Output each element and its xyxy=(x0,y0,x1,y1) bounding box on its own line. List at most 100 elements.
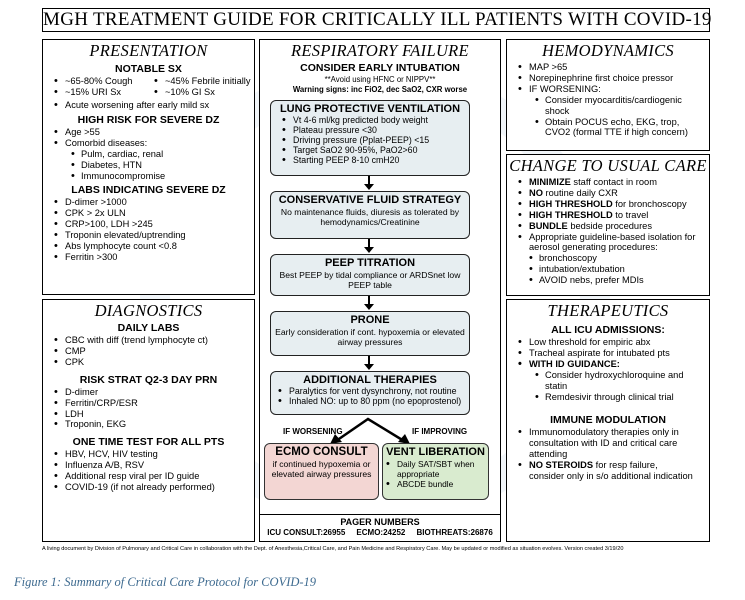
presentation-panel: PRESENTATION NOTABLE SX ~65-80% Cough~15… xyxy=(42,39,255,295)
item-text: for resp failure, consider only in s/o a… xyxy=(529,460,693,482)
item-emphasis: MINIMIZE xyxy=(529,177,571,187)
list-item: WITH ID GUIDANCE: xyxy=(518,359,709,370)
list-item: bronchoscopy xyxy=(529,253,709,264)
item-text: routine daily CXR xyxy=(542,187,618,198)
additional-therapies-title: ADDITIONAL THERAPIES xyxy=(303,374,437,386)
vent-liberation-box: VENT LIBERATION Daily SAT/SBT when appro… xyxy=(382,443,489,500)
down-arrow-icon xyxy=(364,304,374,310)
peep-titration-title: PEEP TITRATION xyxy=(324,257,416,269)
list-item: LDH xyxy=(54,409,254,420)
diagnostics-panel: DIAGNOSTICS DAILY LABS CBC with diff (tr… xyxy=(42,299,255,542)
list-item: Troponin elevated/uptrending xyxy=(54,230,254,241)
list-item: MAP >65 xyxy=(518,62,709,73)
list-item: Obtain POCUS echo, EKG, trop, CVO2 (form… xyxy=(535,117,695,139)
branch-arrows-icon xyxy=(330,417,410,444)
list-item: Diabetes, HTN xyxy=(71,160,254,171)
high-risk-title: HIGH RISK FOR SEVERE DZ xyxy=(77,113,220,126)
vent-liberation-title: VENT LIBERATION xyxy=(386,446,485,458)
list-item: MINIMIZE staff contact in room xyxy=(518,177,709,188)
item-emphasis: NO xyxy=(529,187,543,198)
list-item: CPK xyxy=(54,357,254,368)
list-item: ~15% URI Sx xyxy=(54,87,132,98)
list-item: Acute worsening after early mild sx xyxy=(54,100,254,111)
peep-titration-text: Best PEEP by tidal compliance or ARDSnet… xyxy=(279,270,461,290)
daily-labs-title: DAILY LABS xyxy=(117,322,180,334)
avoid-note: **Avoid using HFNC or NIPPV** xyxy=(324,75,436,84)
additional-therapies-step: ADDITIONAL THERAPIES Paralytics for vent… xyxy=(270,371,470,415)
list-item: Paralytics for vent dysynchrony, not rou… xyxy=(278,386,469,397)
pager-title: PAGER NUMBERS xyxy=(340,517,420,527)
list-item: NO STEROIDS for resp failure, consider o… xyxy=(518,460,694,482)
item-emphasis: HIGH THRESHOLD xyxy=(529,198,613,209)
list-item: Target SaO2 90-95%, PaO2>60 xyxy=(282,145,469,156)
list-item: Starting PEEP 8-10 cmH20 xyxy=(282,155,469,166)
item-text: bedside procedures xyxy=(567,220,652,231)
ecmo-consult-text: if continued hypoxemia or elevated airwa… xyxy=(271,459,372,479)
presentation-header: PRESENTATION xyxy=(89,41,208,60)
list-item: intubation/extubation xyxy=(529,264,709,275)
notable-sx-grid: ~65-80% Cough~15% URI Sx ~45% Febrile in… xyxy=(43,76,254,100)
list-item: Immunocompromise xyxy=(71,171,254,182)
list-item: Appropriate guideline-based isolation fo… xyxy=(518,231,701,254)
list-item: Immunomodulatory therapies only in consu… xyxy=(518,427,694,460)
list-item: Low threshold for empiric abx xyxy=(518,337,709,348)
risk-strat-title: RISK STRAT Q2-3 DAY PRN xyxy=(79,373,218,386)
list-item: Plateau pressure <30 xyxy=(282,125,469,136)
list-item: Tracheal aspirate for intubated pts xyxy=(518,348,709,359)
prone-title: PRONE xyxy=(350,314,390,326)
item-emphasis: BUNDLE xyxy=(529,220,568,231)
list-item: Consider hydroxychloroquine and statin xyxy=(535,370,695,392)
list-item: HIGH THRESHOLD for bronchoscopy xyxy=(518,198,709,210)
item-text: staff contact in room xyxy=(570,177,657,187)
item-text: Appropriate guideline-based isolation fo… xyxy=(529,231,696,253)
lung-protective-title: LUNG PROTECTIVE VENTILATION xyxy=(279,103,461,115)
list-item: Ferritin >300 xyxy=(54,252,254,263)
list-item: Daily SAT/SBT when appropriate xyxy=(386,459,488,479)
list-item: HIGH THRESHOLD to travel xyxy=(518,209,709,221)
notable-sx-title: NOTABLE SX xyxy=(115,63,182,75)
list-item: AVOID nebs, prefer MDIs xyxy=(529,275,709,286)
peep-titration-step: PEEP TITRATION Best PEEP by tidal compli… xyxy=(270,254,470,296)
diagnostics-header: DIAGNOSTICS xyxy=(94,301,203,320)
item-emphasis: NO STEROIDS xyxy=(529,460,594,471)
list-item: ~45% Febrile initially xyxy=(154,76,250,87)
item-text: to travel xyxy=(612,209,649,220)
list-item: Norepinephrine first choice pressor xyxy=(518,73,709,84)
fluid-strategy-title: CONSERVATIVE FLUID STRATEGY xyxy=(278,194,462,206)
fluid-strategy-step: CONSERVATIVE FLUID STRATEGY No maintenan… xyxy=(270,191,470,239)
list-item: ~10% GI Sx xyxy=(154,87,251,98)
list-item: Ferritin/CRP/ESR xyxy=(54,398,254,409)
list-item: Consider myocarditis/cardiogenic shock xyxy=(535,95,693,117)
respiratory-header: RESPIRATORY FAILURE xyxy=(291,41,469,60)
ecmo-consult-title: ECMO CONSULT xyxy=(275,446,368,458)
down-arrow-icon xyxy=(364,184,374,190)
warning-signs-note: Warning signs: inc FiO2, dec SaO2, CXR w… xyxy=(292,85,468,94)
one-time-test-title: ONE TIME TEST FOR ALL PTS xyxy=(72,436,225,449)
pager-numbers: ICU CONSULT:26955 ECMO:24252 BIOTHREATS:… xyxy=(267,528,493,537)
list-item: Comorbid diseases: xyxy=(54,138,254,149)
list-item: NO routine daily CXR xyxy=(518,187,709,199)
list-item: ABCDE bundle xyxy=(386,479,488,490)
list-item: D-dimer >1000 xyxy=(54,197,254,208)
list-item: CMP xyxy=(54,346,254,357)
figure-caption: Figure 1: Summary of Critical Care Proto… xyxy=(14,575,317,589)
list-item: Troponin, EKG xyxy=(54,419,254,430)
page-title: MGH TREATMENT GUIDE FOR CRITICALLY ILL P… xyxy=(42,8,712,32)
footer-note: A living document by Division of Pulmona… xyxy=(42,546,624,552)
list-item: CBC with diff (trend lymphocyte ct) xyxy=(54,335,254,346)
all-icu-title: ALL ICU ADMISSIONS: xyxy=(551,324,665,336)
prone-text: Early consideration if cont. hypoxemia o… xyxy=(275,327,465,347)
ecmo-consult-box: ECMO CONSULT if continued hypoxemia or e… xyxy=(264,443,379,500)
immune-modulation-title: IMMUNE MODULATION xyxy=(550,414,666,427)
down-arrow-icon xyxy=(364,364,374,370)
list-item: Vt 4-6 ml/kg predicted body weight xyxy=(282,115,469,126)
fluid-strategy-text: No maintenance fluids, diuresis as toler… xyxy=(280,207,460,227)
list-item: Driving pressure (Pplat-PEEP) <15 xyxy=(282,135,469,146)
lung-protective-step: LUNG PROTECTIVE VENTILATION Vt 4-6 ml/kg… xyxy=(270,100,470,176)
list-item: BUNDLE bedside procedures xyxy=(518,220,709,232)
item-text: for bronchoscopy xyxy=(612,198,687,209)
flow-arrow-stem xyxy=(368,176,370,184)
flow-arrow-stem xyxy=(368,356,370,365)
list-item: HBV, HCV, HIV testing xyxy=(54,449,254,460)
